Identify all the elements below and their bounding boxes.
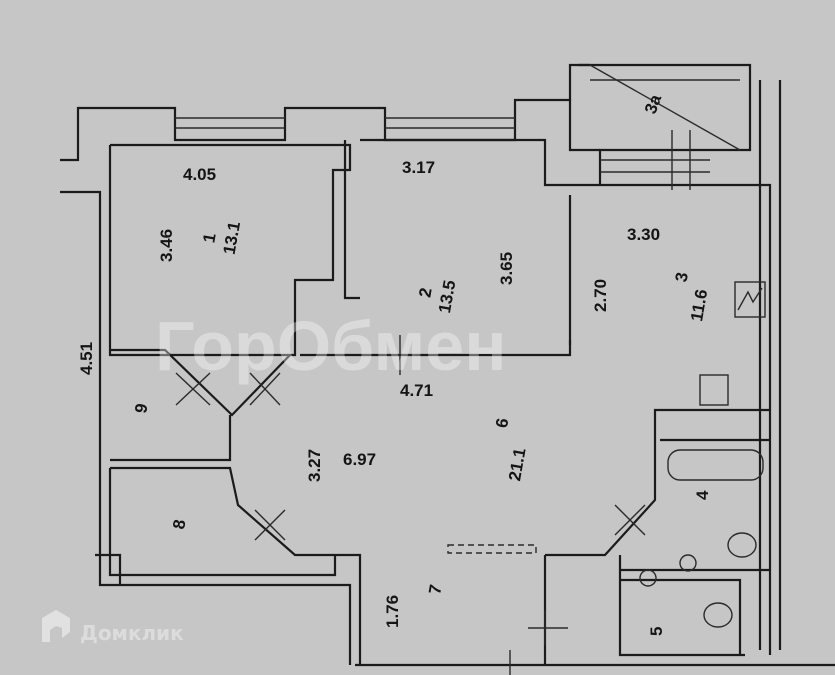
room-1-label: 113.1 — [198, 216, 244, 256]
domclick-logo: Домклик — [42, 610, 184, 645]
room-2-depth: 3.65 — [497, 252, 516, 285]
room-2-label: 213.5 — [413, 275, 459, 315]
toilet-icon — [727, 532, 757, 558]
room-1-width: 4.05 — [183, 165, 216, 184]
room-3-width: 3.30 — [627, 225, 660, 244]
water-heater — [699, 374, 729, 406]
room-7-label: 7 — [425, 583, 445, 596]
room-6-label: 621.1 — [483, 417, 534, 483]
bathtub — [667, 449, 764, 481]
room-9-label: 9 — [131, 402, 151, 415]
room-6-width: 6.97 — [343, 450, 376, 469]
entrance-mat — [447, 544, 537, 554]
house-logo-icon — [42, 610, 70, 642]
sink-icon — [703, 602, 733, 628]
room-6-span: 4.71 — [400, 381, 433, 400]
room-3-depth: 2.70 — [591, 279, 610, 312]
logo-text: Домклик — [80, 621, 184, 645]
room-3-label: 311.6 — [665, 271, 713, 323]
radiator-icon — [734, 281, 766, 318]
side-dimension: 4.51 — [77, 342, 96, 375]
room-6-depth: 3.27 — [305, 449, 324, 482]
watermark: ГорОбмен — [155, 307, 506, 385]
room-2-width: 3.17 — [402, 158, 435, 177]
room-8-label: 8 — [169, 518, 189, 531]
fixtures — [175, 281, 766, 675]
room-7-depth: 1.76 — [383, 595, 402, 628]
room-4-label: 4 — [693, 490, 712, 500]
room-1-depth: 3.46 — [157, 229, 176, 262]
windows — [175, 64, 741, 190]
room-5-label: 5 — [647, 627, 666, 636]
